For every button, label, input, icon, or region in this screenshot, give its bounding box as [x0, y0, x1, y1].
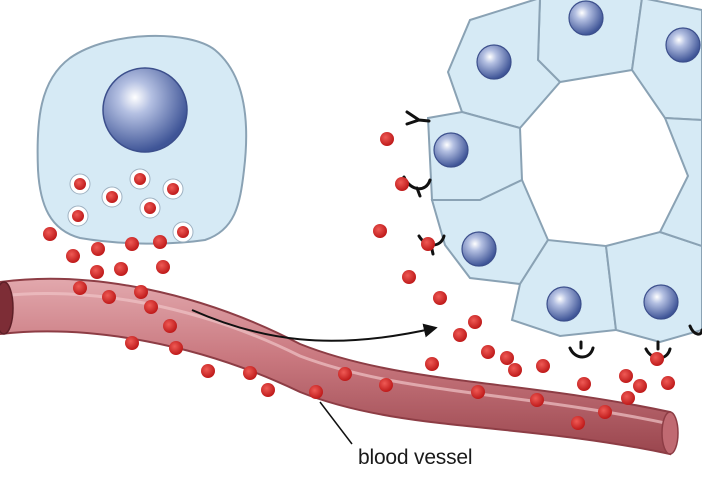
hormone-molecule	[425, 357, 439, 371]
vessel-end	[661, 411, 679, 455]
blood-vessel-label: blood vessel	[358, 446, 473, 469]
hormone-molecule	[90, 265, 104, 279]
hormone-molecule	[481, 345, 495, 359]
hormone-molecule	[471, 385, 485, 399]
hormone-molecule	[91, 242, 105, 256]
hormone-molecule	[433, 291, 447, 305]
hormone-molecule	[243, 366, 257, 380]
hormone-molecule	[571, 416, 585, 430]
secreting-cell	[36, 34, 248, 245]
hormone-molecule	[650, 352, 664, 366]
hormone-molecule	[102, 290, 116, 304]
hormone-molecule	[201, 364, 215, 378]
hormone-molecule	[66, 249, 80, 263]
vessel-opening	[0, 281, 14, 335]
hormone-molecule	[402, 270, 416, 284]
hormone-molecule	[379, 378, 393, 392]
hormone-molecule	[134, 285, 148, 299]
hormone-molecule	[144, 300, 158, 314]
hormone-molecule	[508, 363, 522, 377]
hormone-molecules	[43, 132, 675, 430]
hormone-molecule	[661, 376, 675, 390]
hormone-molecule	[453, 328, 467, 342]
hormone-molecule	[598, 405, 612, 419]
hormone-molecule	[309, 385, 323, 399]
hormone-molecule	[338, 367, 352, 381]
hormone-molecule	[153, 235, 167, 249]
hormone-molecule	[163, 319, 177, 333]
hormone-molecule	[43, 227, 57, 241]
hormone-molecule	[500, 351, 514, 365]
hormone-molecule	[169, 341, 183, 355]
hormone-molecule	[530, 393, 544, 407]
label-leader-line	[319, 401, 353, 445]
transport-arrow	[191, 309, 438, 342]
target-gland	[402, 0, 702, 360]
hormone-molecule	[261, 383, 275, 397]
hormone-molecule	[114, 262, 128, 276]
hormone-molecule	[577, 377, 591, 391]
hormone-molecule	[125, 336, 139, 350]
hormone-molecule	[633, 379, 647, 393]
hormone-molecule	[536, 359, 550, 373]
target-nuclei	[433, 0, 701, 322]
hormone-molecule	[380, 132, 394, 146]
receptor	[405, 110, 431, 126]
hormone-molecule	[73, 281, 87, 295]
hormone-molecule	[468, 315, 482, 329]
hormone-molecule	[621, 391, 635, 405]
target-cell	[658, 116, 702, 248]
hormone-molecule	[421, 237, 435, 251]
hormone-molecule	[125, 237, 139, 251]
hormone-molecule	[395, 177, 409, 191]
secretory-vesicles	[67, 168, 194, 243]
hormone-molecule	[373, 224, 387, 238]
hormone-molecule	[156, 260, 170, 274]
receptor	[568, 340, 595, 359]
secreting-cell-nucleus	[102, 67, 188, 153]
hormone-molecule	[619, 369, 633, 383]
